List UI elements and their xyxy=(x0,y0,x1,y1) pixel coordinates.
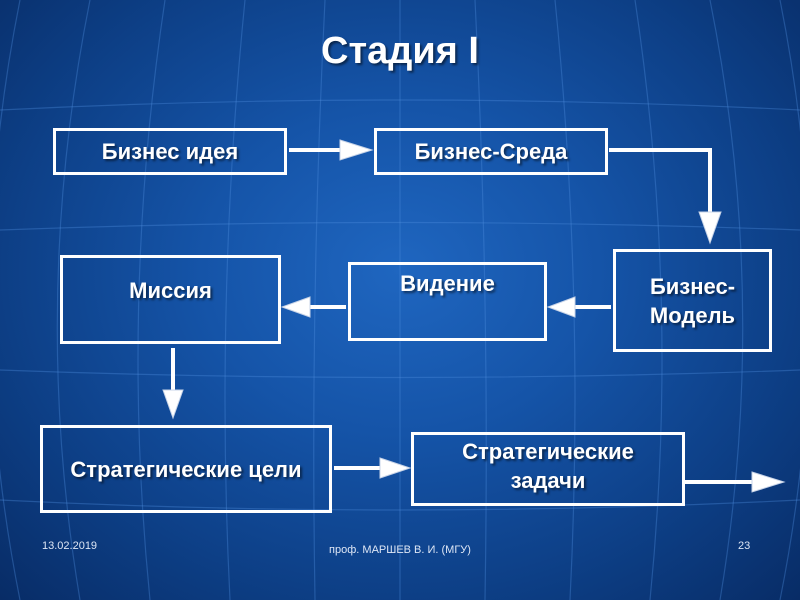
arrowhead-icon xyxy=(698,211,722,245)
business-model-box: Бизнес- Модель xyxy=(613,249,772,352)
arrowhead-icon xyxy=(162,389,184,420)
slide-title: Стадия I xyxy=(321,30,479,72)
business-idea-box: Бизнес идея xyxy=(53,128,287,175)
strategic-tasks-box: Стратегические задачи xyxy=(411,432,685,506)
arrow-env-to-model xyxy=(609,148,712,212)
arrowhead-icon xyxy=(751,471,786,493)
arrowhead-icon xyxy=(546,296,576,318)
vision-box: Видение xyxy=(348,262,547,341)
arrowhead-icon xyxy=(379,457,412,479)
footer-author: проф. МАРШЕВ В. И. (МГУ) xyxy=(329,544,471,556)
slide-number: 23 xyxy=(738,540,751,552)
mission-box: Миссия xyxy=(60,255,281,344)
arrowhead-icon xyxy=(280,296,311,318)
strategic-goals-box: Стратегические цели xyxy=(40,425,332,513)
footer-date: 13.02.2019 xyxy=(42,540,98,552)
arrowhead-icon xyxy=(339,139,374,161)
business-env-box: Бизнес-Среда xyxy=(374,128,608,175)
